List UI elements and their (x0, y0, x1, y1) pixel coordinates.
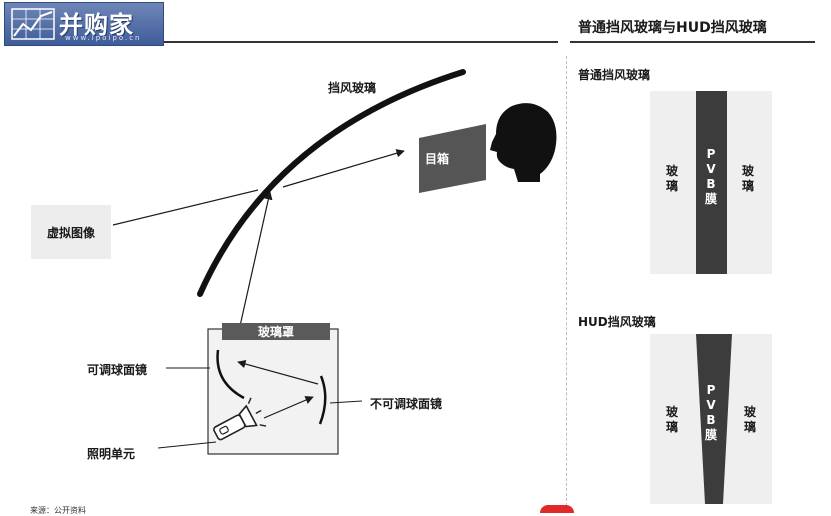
logo-name: 并购家 (59, 11, 134, 39)
normal-windshield-title: 普通挡风玻璃 (578, 68, 651, 82)
windshield-curve (197, 69, 466, 297)
windshield-label: 挡风玻璃 (328, 81, 377, 95)
virtual-image-box: 虚拟图像 (31, 205, 111, 259)
header-rule-right (570, 41, 815, 43)
hud-right-glass-label: 玻璃 (743, 405, 756, 434)
footer-logo-mark (540, 505, 574, 513)
normal-left-glass-label: 玻璃 (665, 164, 678, 193)
head-silhouette (490, 103, 557, 182)
fixed-mirror (318, 375, 327, 425)
fixed-mirror-label: 不可调球面镜 (370, 397, 443, 411)
adjustable-mirror-label: 可调球面镜 (87, 363, 148, 377)
virtual-image-label: 虚拟图像 (46, 225, 95, 240)
flashlight-icon (213, 397, 267, 441)
adjustable-mirror (216, 349, 245, 400)
normal-right-glass-label: 玻璃 (741, 164, 754, 193)
brand-logo: 并购家 www.ipoipo.cn (4, 2, 164, 46)
light-unit-label: 照明单元 (87, 447, 136, 461)
eyebox-label: 目箱 (425, 152, 450, 166)
section-divider (566, 56, 567, 506)
hud-left-glass-label: 玻璃 (665, 405, 678, 434)
eyebox-shape (419, 124, 486, 193)
header-rule-left (164, 41, 558, 43)
source-note: 来源：公开资料 (30, 506, 86, 515)
hud-wedge-film (696, 334, 732, 504)
page-title: 普通挡风玻璃与HUD挡风玻璃 (578, 20, 767, 36)
hud-windshield-title: HUD挡风玻璃 (578, 315, 656, 329)
glass-cover-label: 玻璃罩 (222, 323, 330, 340)
logo-url: www.ipoipo.cn (65, 34, 142, 42)
chart-grid-icon (11, 8, 55, 40)
normal-pvb-film (696, 91, 727, 274)
glass-cover-text: 玻璃罩 (257, 325, 294, 339)
hud-optics-diagram (112, 69, 557, 455)
